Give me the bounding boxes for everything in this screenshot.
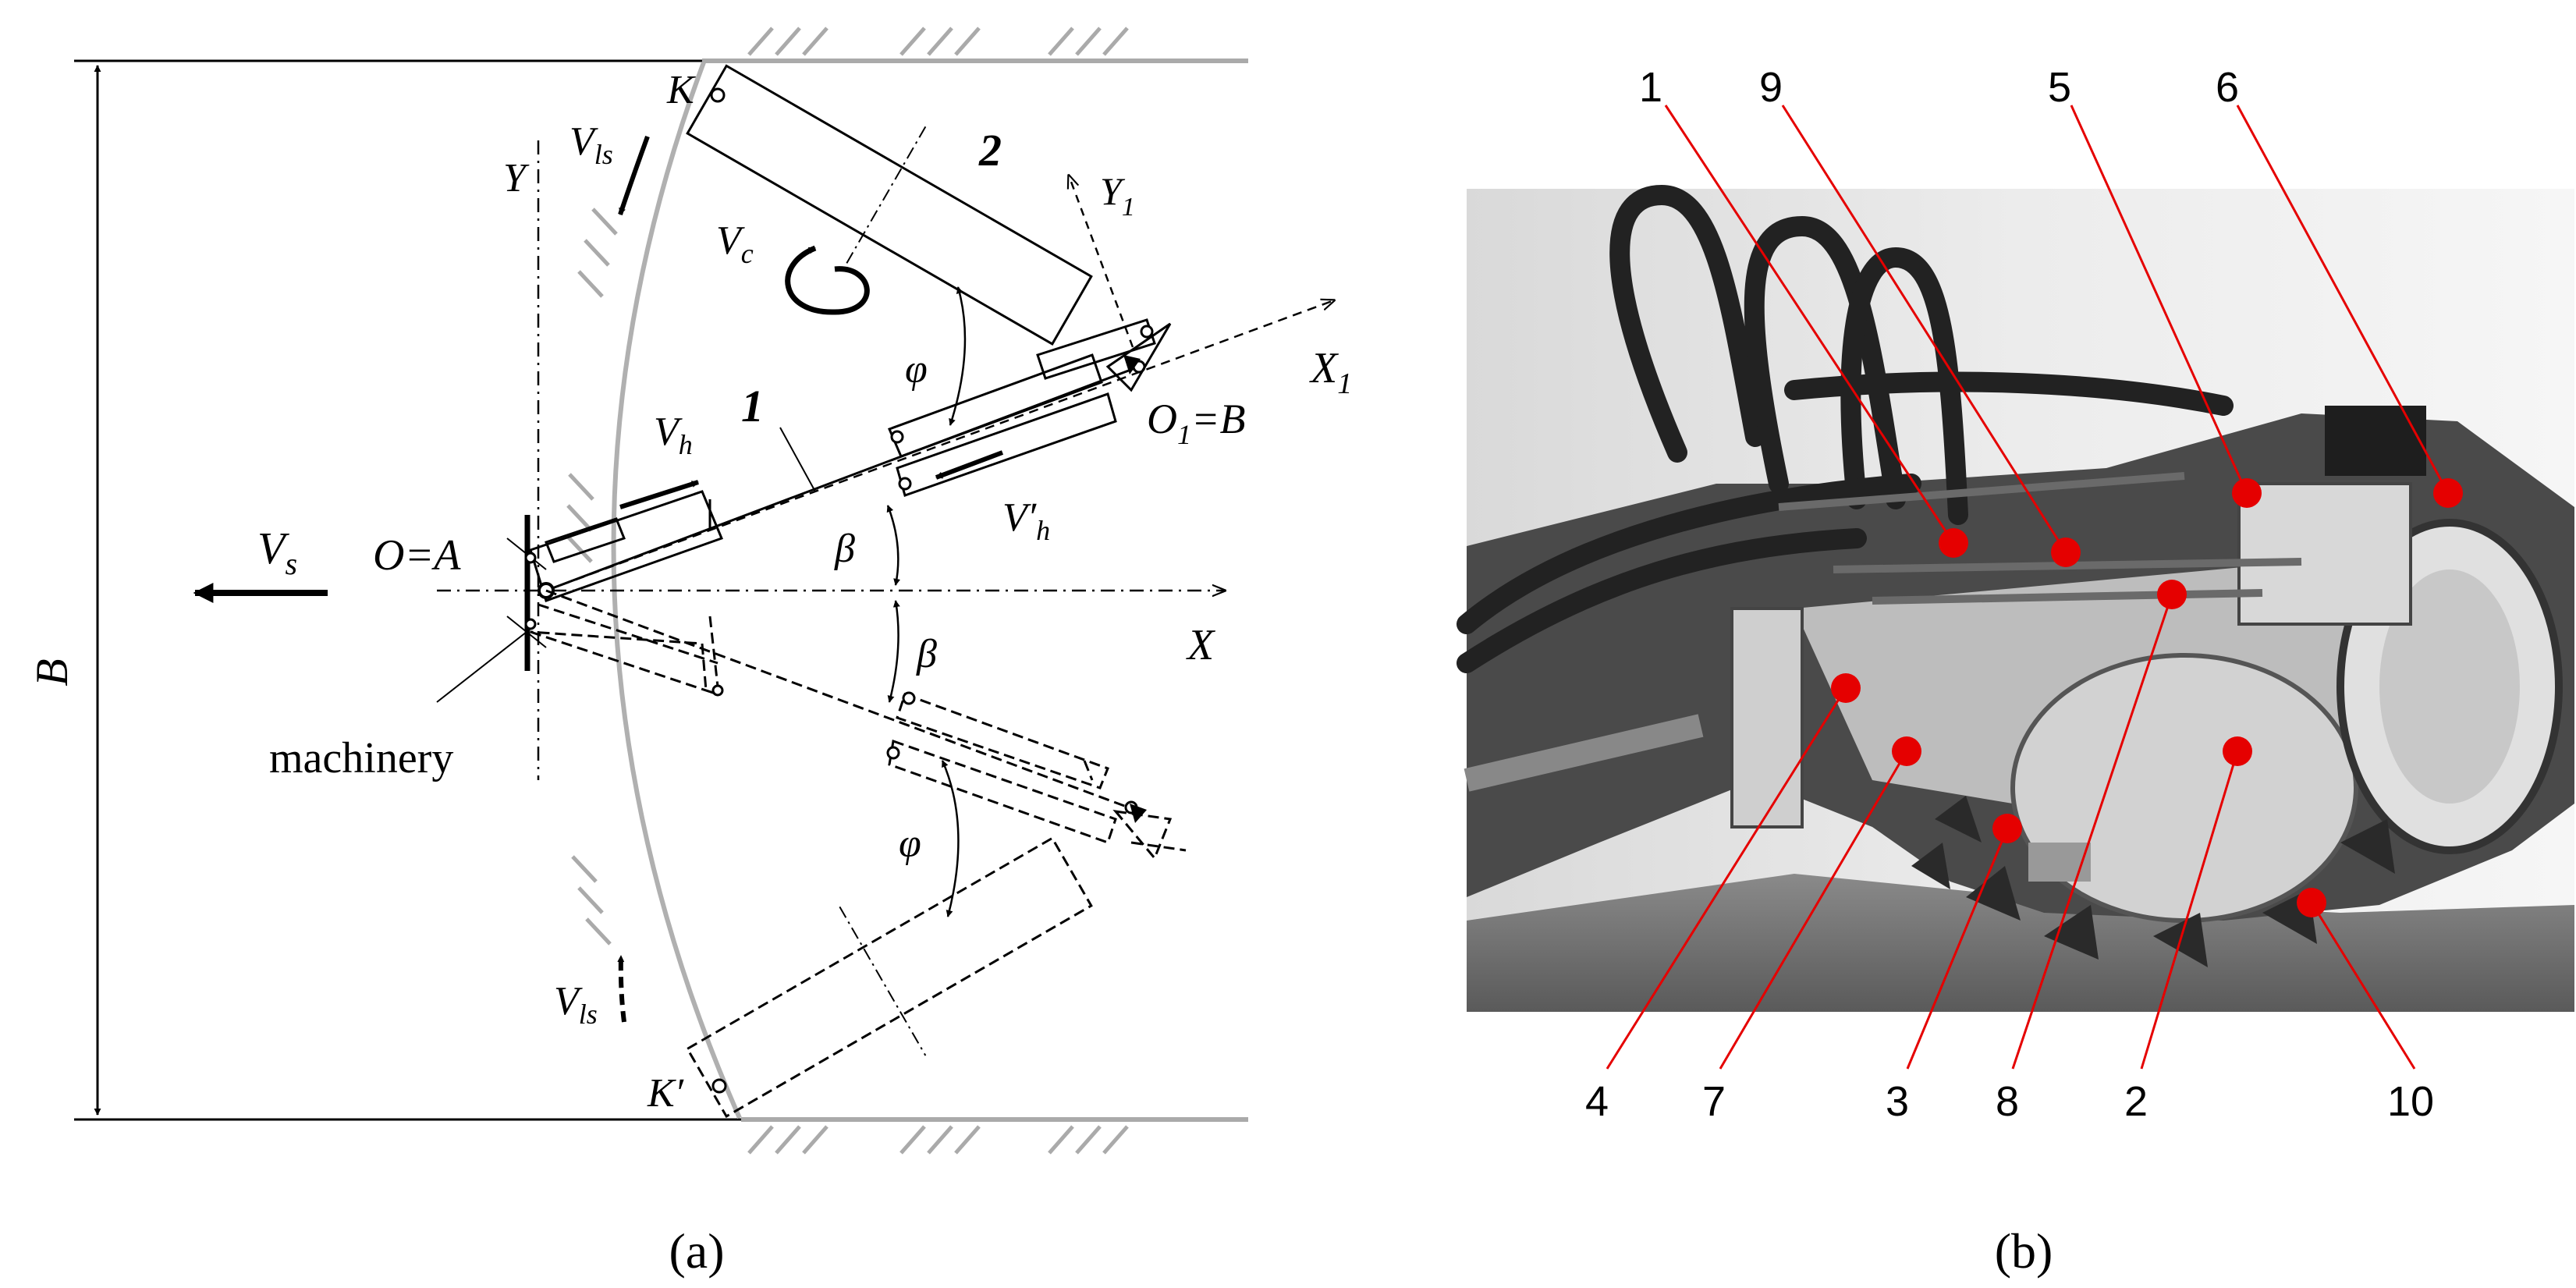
top-hatching [747,27,1129,56]
y1-axis [1069,176,1134,348]
x1-axis-label: X1 [1309,344,1352,400]
phi-lower-label: φ [899,821,921,866]
point-k-prime [711,1078,727,1094]
o1-label: O1=B [1147,396,1245,450]
rotation-arrow [785,245,870,315]
label-4: 4 [1585,1078,1609,1125]
holder-cylinder-upper [887,318,1156,497]
y-axis-label: Y [503,156,530,200]
vs-label: Vs [257,523,297,581]
machinery-label: machinery [269,734,453,782]
caption-b: (b) [1995,1223,2053,1279]
x-axis-label: X [1186,621,1216,669]
machine-photograph: 1 9 5 6 4 7 3 8 2 10 (b) [1457,64,2574,1279]
vph-label: V′h [1002,495,1050,546]
vh-label: Vh [654,410,693,460]
label-8: 8 [1996,1078,2019,1125]
k-label: K [666,68,696,112]
cutting-drum [686,64,1093,346]
k-prime-label: K′ [647,1071,685,1116]
label-5: 5 [2048,64,2071,111]
beta-upper-label: β [834,527,855,571]
point-k [710,87,726,103]
caption-a: (a) [669,1223,724,1279]
lift-cylinder [529,490,723,602]
boom-1-label: 1 [741,381,764,431]
label-10: 10 [2387,1078,2434,1125]
drum-label: 2 [978,125,1002,176]
kinematic-diagram: B Y X X1 Y1 1 [27,27,1352,1279]
phi-upper-label: φ [905,347,928,392]
label-6: 6 [2216,64,2239,111]
leader-lines [1606,105,2450,1070]
beta-lower-label: β [916,632,937,676]
vls-top-label: Vls [569,119,613,170]
label-1: 1 [1639,64,1662,111]
label-7: 7 [1702,1078,1726,1125]
cutter-head [1105,322,1172,392]
width-label: B [27,658,77,686]
label-2: 2 [2124,1078,2148,1125]
label-3: 3 [1886,1078,1909,1125]
lower-position-dashed [530,589,1187,860]
y1-axis-label: Y1 [1100,169,1135,222]
vc-label: Vc [716,218,754,269]
vls-bottom-label: Vls [554,979,598,1030]
oa-label: O=A [373,531,461,580]
hydraulic-hoses [1457,184,2234,673]
label-9: 9 [1759,64,1783,111]
bottom-hatching [747,1125,1129,1155]
